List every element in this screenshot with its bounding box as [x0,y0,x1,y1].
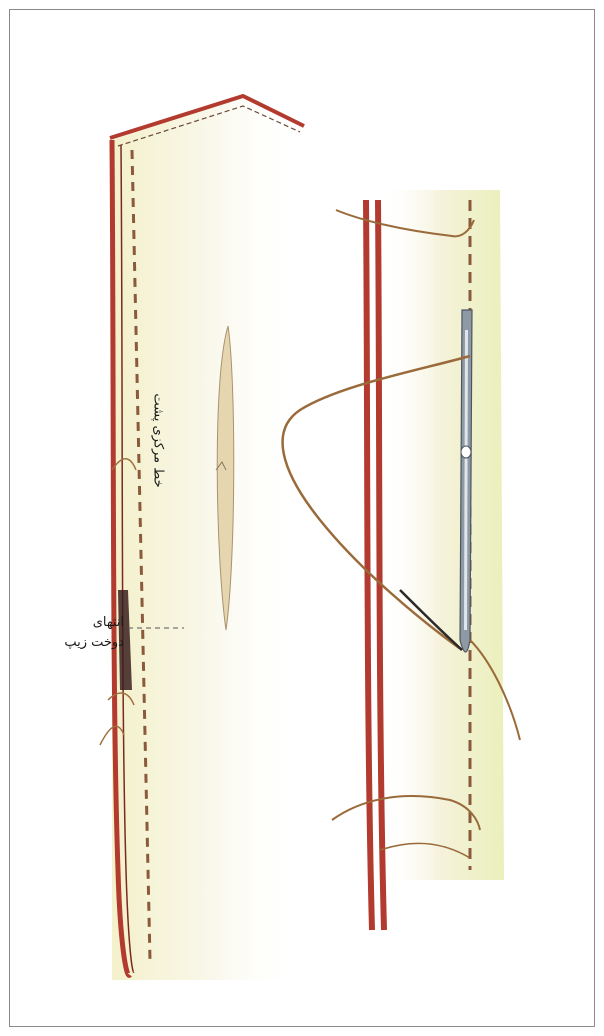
zipper-end-label: انتهای دوخت زیپ [40,613,124,653]
zipper-end-line2: دوخت زیپ [40,633,124,653]
right-garment-panel [380,190,504,880]
center-back-line-label: خط مرکزی پشت [148,370,168,510]
center-back-line-text: خط مرکزی پشت [151,393,166,487]
zipper-end-line1: انتهای [40,613,124,633]
sewing-needle-icon [460,310,472,652]
right-seam-edge [366,200,372,930]
